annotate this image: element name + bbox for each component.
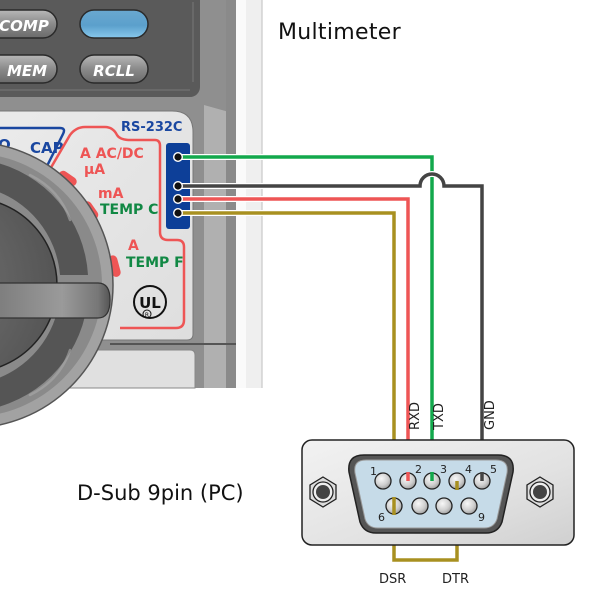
button-comp-label: COMP — [0, 17, 49, 35]
dsub-pin-9 — [460, 497, 478, 515]
button-rcll-label: RCLL — [93, 62, 135, 80]
svg-text:Ω: Ω — [0, 136, 11, 154]
signal-labels: RXD TXD GND DSR DTR — [379, 400, 498, 587]
button-rcll[interactable]: RCLL — [79, 54, 149, 84]
multimeter: COMP MEM RCLL CAP Ω A AC/DC µA m — [0, 0, 263, 428]
dsub-pin-8 — [435, 497, 453, 515]
wire-txd — [178, 155, 434, 481]
pin-number-1: 1 — [370, 465, 377, 478]
left-screw-icon — [309, 476, 337, 508]
pin-numbers: 1 2 3 4 5 6 9 — [370, 463, 497, 524]
signal-label-txd: TXD — [432, 403, 447, 431]
ul-certification-mark: UL R — [133, 285, 167, 319]
meter-terminal-3 — [173, 194, 183, 204]
device-title: Multimeter — [278, 20, 401, 45]
wire-rxd — [178, 197, 410, 481]
button-comp[interactable]: COMP — [0, 9, 58, 39]
button-mem[interactable]: MEM — [0, 54, 58, 84]
dial-label-a: A — [128, 238, 139, 254]
dsub-pin-1 — [374, 472, 392, 490]
port-label: RS-232C — [121, 120, 182, 135]
dial-label-ua: µA — [84, 162, 105, 178]
right-screw-icon — [526, 476, 554, 508]
wire-dsr — [178, 211, 396, 506]
svg-text:UL: UL — [139, 294, 161, 312]
pin-number-5: 5 — [490, 463, 497, 476]
signal-label-gnd: GND — [483, 400, 498, 430]
svg-text:R: R — [145, 312, 149, 319]
meter-terminal-1 — [173, 152, 183, 162]
dial-label-temp-c: TEMP C — [100, 202, 158, 218]
pin-number-9: 9 — [478, 511, 485, 524]
meter-terminal-2 — [173, 181, 183, 191]
dsub-connector — [301, 439, 575, 546]
dsub-pin-7 — [411, 497, 429, 515]
wire-gnd — [178, 172, 484, 481]
meter-terminal-4 — [173, 208, 183, 218]
signal-label-rxd: RXD — [408, 402, 423, 430]
dial-label-a-acdc: A AC/DC — [80, 146, 144, 162]
dial-label-ma: mA — [98, 186, 124, 202]
signal-label-dsr: DSR — [379, 572, 406, 587]
button-mem-label: MEM — [7, 62, 47, 80]
rotary-dial[interactable] — [0, 142, 114, 428]
meter-terminals — [173, 152, 183, 218]
meter-edge-strip — [246, 0, 262, 388]
pin-number-6: 6 — [378, 511, 385, 524]
button-blue[interactable] — [79, 9, 149, 39]
dial-pointer-bar[interactable] — [0, 282, 111, 319]
dsub-pins — [374, 472, 491, 515]
pin-number-4: 4 — [465, 463, 472, 476]
current-range-outline — [40, 125, 186, 330]
dial-tick — [58, 170, 77, 187]
pin-number-3: 3 — [440, 463, 447, 476]
cap-range-outline — [0, 126, 66, 185]
connector-title: D-Sub 9pin (PC) — [77, 481, 244, 505]
signal-label-dtr: DTR — [442, 572, 469, 587]
dial-label-cap: CAP — [30, 139, 64, 157]
dial-label-temp-f: TEMP F — [126, 255, 184, 271]
pin-number-2: 2 — [415, 463, 422, 476]
